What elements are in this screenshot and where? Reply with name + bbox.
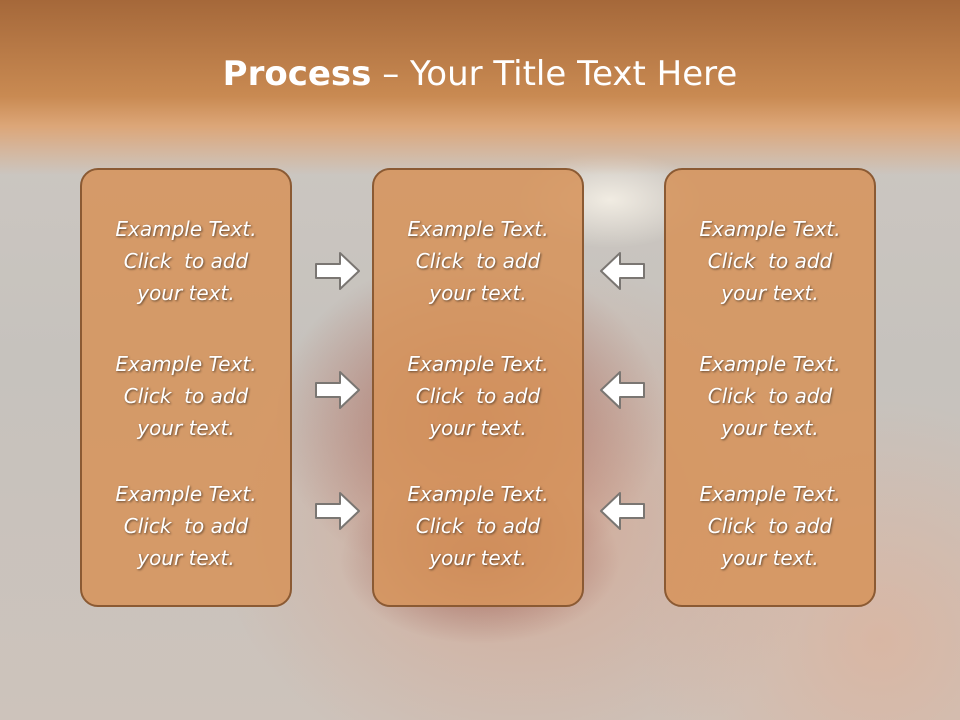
text-line: Click to add <box>707 384 833 408</box>
right-arrow-icon <box>315 371 360 409</box>
process-box-center[interactable]: Example Text. Click to add your text. Ex… <box>372 168 584 607</box>
text-line: Click to add <box>123 384 249 408</box>
text-line: your text. <box>721 281 819 305</box>
text-item[interactable]: Example Text. Click to add your text. <box>82 213 290 309</box>
process-box-left[interactable]: Example Text. Click to add your text. Ex… <box>80 168 292 607</box>
text-line: Click to add <box>123 514 249 538</box>
text-item[interactable]: Example Text. Click to add your text. <box>374 478 582 574</box>
text-line: your text. <box>137 416 235 440</box>
header-band <box>0 0 960 175</box>
text-line: Click to add <box>707 514 833 538</box>
text-line: Example Text. <box>407 352 549 376</box>
text-line: Example Text. <box>699 482 841 506</box>
text-line: Example Text. <box>115 217 257 241</box>
text-line: your text. <box>429 416 527 440</box>
left-arrow-icon <box>600 252 645 290</box>
text-item[interactable]: Example Text. Click to add your text. <box>666 213 874 309</box>
text-line: Example Text. <box>115 482 257 506</box>
process-box-right[interactable]: Example Text. Click to add your text. Ex… <box>664 168 876 607</box>
text-line: Example Text. <box>407 217 549 241</box>
title-rest-part: Your Title Text Here <box>410 54 738 94</box>
title-bold-part: Process <box>222 54 372 94</box>
text-line: Click to add <box>123 249 249 273</box>
text-line: your text. <box>721 546 819 570</box>
text-item[interactable]: Example Text. Click to add your text. <box>666 478 874 574</box>
text-line: Example Text. <box>115 352 257 376</box>
text-line: your text. <box>429 546 527 570</box>
text-line: Click to add <box>707 249 833 273</box>
slide-title[interactable]: Process – Your Title Text Here <box>0 50 960 98</box>
text-line: Example Text. <box>407 482 549 506</box>
text-line: your text. <box>137 546 235 570</box>
text-line: Example Text. <box>699 217 841 241</box>
text-line: Click to add <box>415 384 541 408</box>
right-arrow-icon <box>315 252 360 290</box>
left-arrow-icon <box>600 371 645 409</box>
text-item[interactable]: Example Text. Click to add your text. <box>666 348 874 444</box>
text-line: your text. <box>137 281 235 305</box>
text-item[interactable]: Example Text. Click to add your text. <box>82 348 290 444</box>
text-line: Example Text. <box>699 352 841 376</box>
text-item[interactable]: Example Text. Click to add your text. <box>82 478 290 574</box>
left-arrow-icon <box>600 492 645 530</box>
text-item[interactable]: Example Text. Click to add your text. <box>374 348 582 444</box>
text-item[interactable]: Example Text. Click to add your text. <box>374 213 582 309</box>
text-line: your text. <box>721 416 819 440</box>
title-dash: – <box>382 54 400 94</box>
text-line: your text. <box>429 281 527 305</box>
text-line: Click to add <box>415 249 541 273</box>
right-arrow-icon <box>315 492 360 530</box>
text-line: Click to add <box>415 514 541 538</box>
